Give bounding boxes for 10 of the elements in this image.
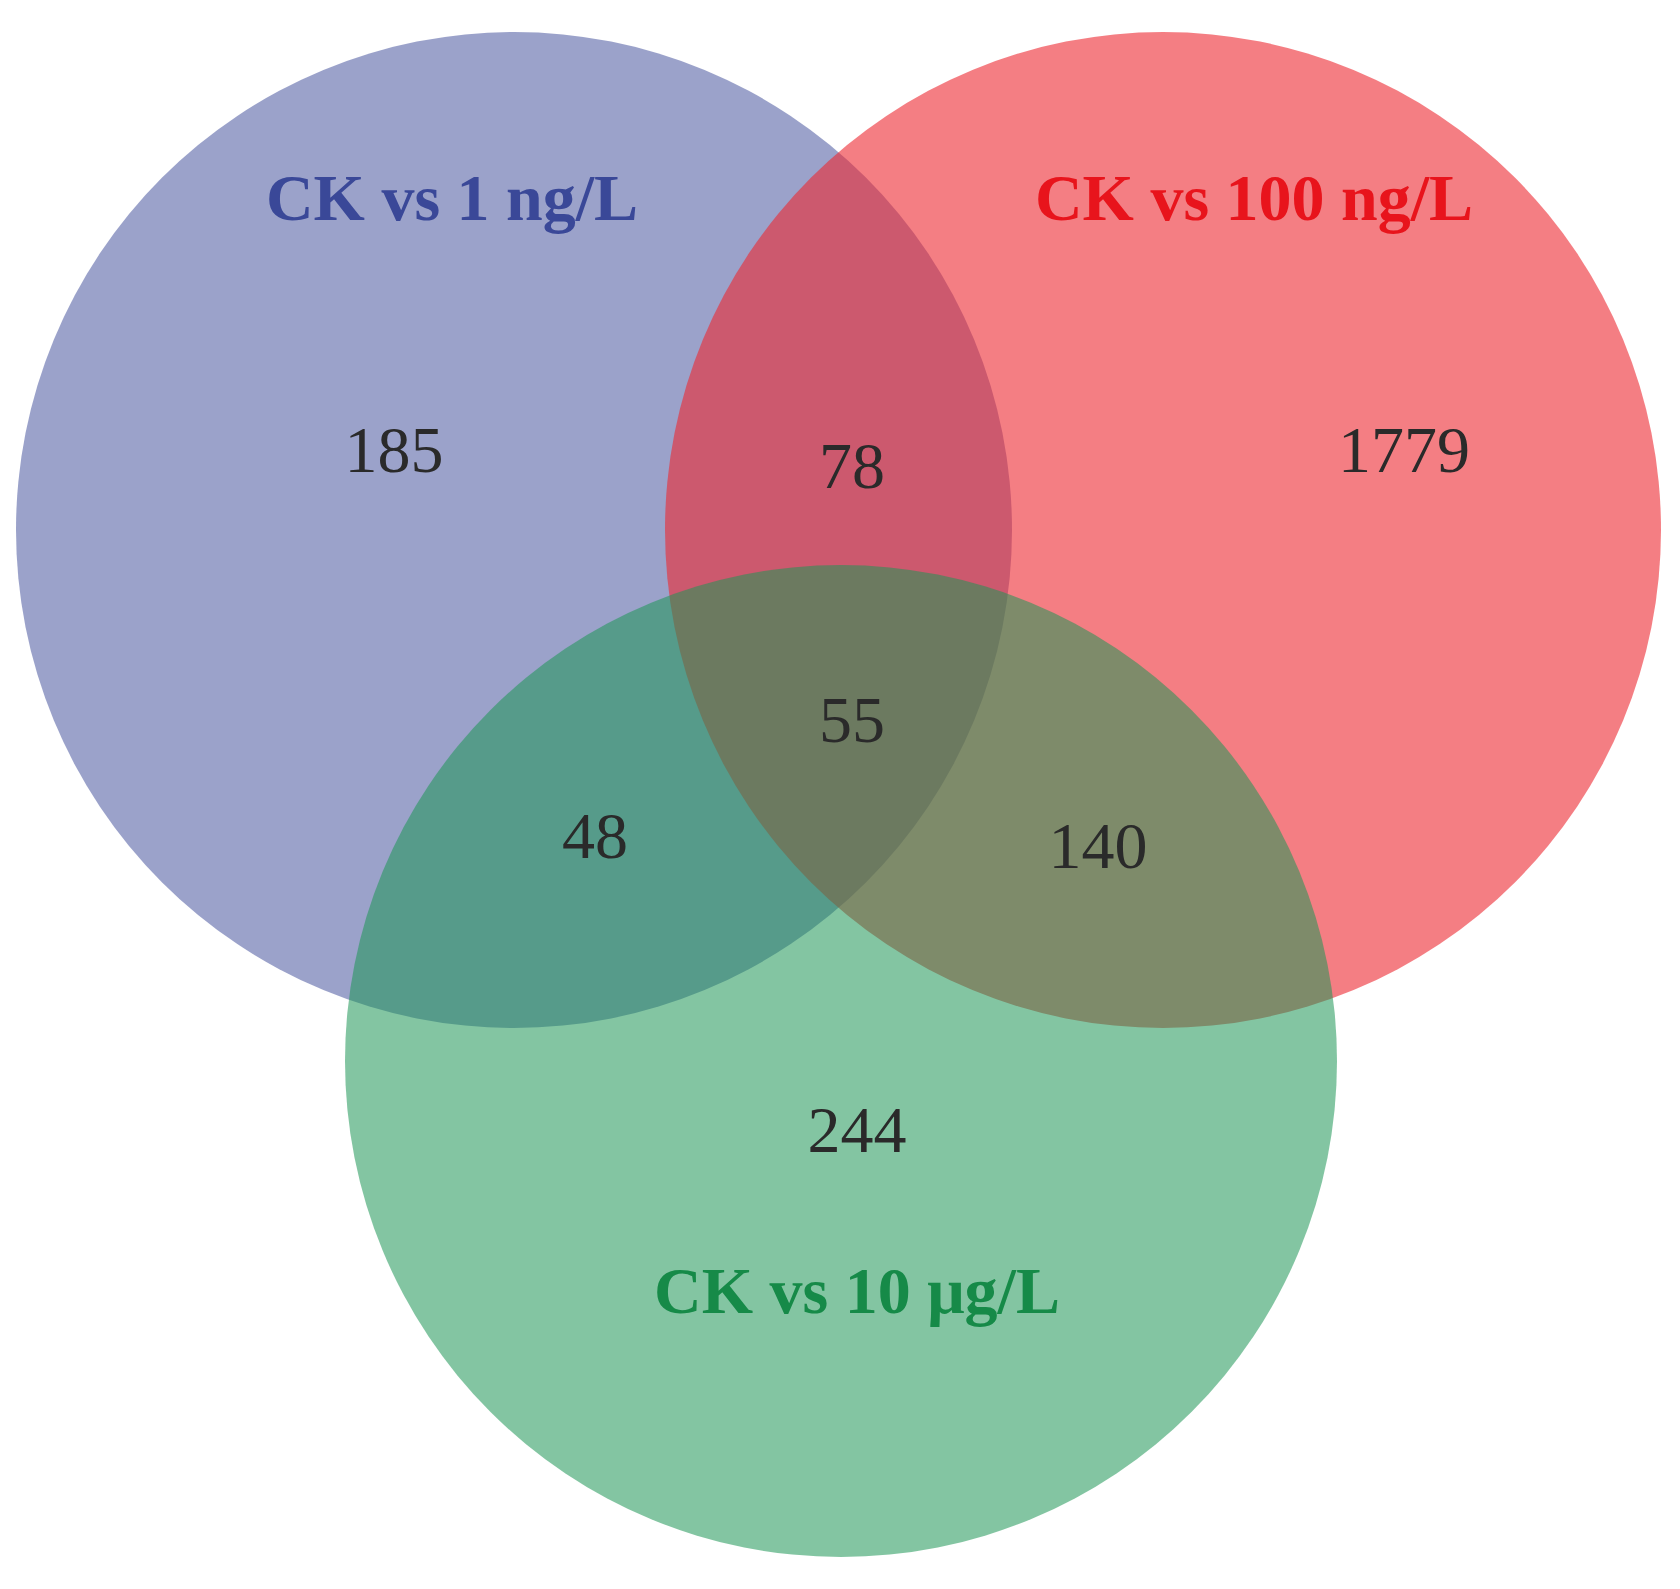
count-label: 140 — [1048, 808, 1148, 884]
count-label: 78 — [819, 428, 885, 504]
count-label: 55 — [819, 682, 885, 758]
count-label: 1779 — [1338, 412, 1470, 488]
set-label: CK vs 100 ng/L — [1034, 160, 1474, 236]
count-label: 185 — [344, 412, 444, 488]
count-label: 48 — [562, 798, 628, 874]
count-label: 244 — [807, 1092, 907, 1168]
set-label: CK vs 10 μg/L — [654, 1253, 1060, 1329]
set-label: CK vs 1 ng/L — [265, 160, 639, 236]
